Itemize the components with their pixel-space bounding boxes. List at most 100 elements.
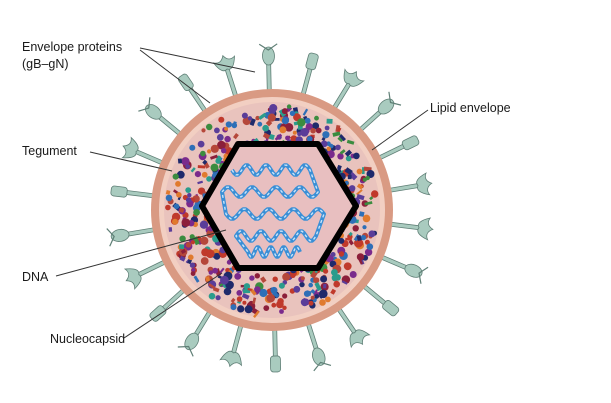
tegument-particle (245, 305, 253, 313)
tegument-particle (357, 169, 363, 175)
tegument-particle (175, 181, 181, 187)
tegument-particle (226, 121, 232, 127)
label-envelope-proteins: Envelope proteins (22, 40, 122, 55)
tegument-particle (216, 295, 221, 300)
tegument-particle (293, 286, 300, 293)
tegument-particle (350, 271, 357, 278)
tegument-particle (323, 269, 328, 274)
tegument-particle (189, 145, 195, 151)
tegument-particle (214, 127, 220, 133)
tegument-particle (325, 126, 330, 131)
tegument-particle (173, 174, 179, 180)
tegument-particle (311, 296, 315, 300)
tegument-particle (212, 268, 218, 274)
tegument-particle (234, 273, 241, 280)
tegument-particle (273, 277, 278, 282)
tegument-particle (221, 148, 226, 153)
leader-envelope-proteins-b (140, 50, 210, 103)
tegument-particle (269, 104, 277, 112)
tegument-particle (257, 122, 262, 127)
tegument-particle (304, 291, 310, 297)
tegument-particle (193, 209, 200, 216)
leader-envelope-proteins-a (140, 48, 255, 72)
tegument-particle (191, 240, 195, 244)
glycoprotein-spike (387, 172, 434, 201)
tegument-particle (331, 269, 338, 276)
tegument-particle (231, 304, 237, 310)
glycoprotein-spike (360, 281, 400, 317)
tegument-particle (188, 254, 194, 260)
tegument-particle (178, 158, 182, 163)
tegument-particle (287, 104, 291, 108)
tegument-particle (201, 128, 205, 132)
tegument-particle (195, 171, 201, 177)
tegument-particle (200, 151, 206, 157)
tegument-particle (271, 287, 278, 294)
tegument-particle (282, 293, 287, 298)
tegument-particle (187, 198, 191, 202)
tegument-particle (315, 294, 320, 299)
tegument-particle (172, 219, 178, 225)
tegument-particle (348, 175, 352, 180)
tegument-particle (179, 244, 184, 249)
tegument-particle (181, 157, 189, 165)
tegument-particle (301, 298, 309, 306)
label-envelope-proteins-range: (gB–gN) (22, 57, 69, 72)
tegument-particle (363, 215, 371, 223)
tegument-particle (300, 128, 309, 137)
tegument-particle (176, 192, 182, 198)
tegument-particle (327, 147, 331, 151)
tegument-particle (282, 306, 286, 310)
tegument-particle (282, 273, 290, 281)
tegument-particle (217, 134, 224, 141)
tegument-particle (309, 301, 314, 306)
tegument-particle (218, 117, 224, 123)
tegument-particle (263, 305, 269, 311)
tegument-particle (169, 227, 173, 232)
glycoprotein-spike (149, 286, 188, 323)
tegument-particle (319, 299, 326, 306)
tegument-particle (206, 124, 212, 130)
tegument-particle (279, 283, 285, 289)
tegument-particle (344, 262, 352, 270)
tegument-particle (206, 249, 215, 258)
tegument-particle (299, 282, 304, 287)
label-tegument: Tegument (22, 144, 77, 159)
tegument-particle (325, 297, 331, 303)
tegument-particle (353, 153, 360, 160)
tegument-particle (237, 296, 243, 302)
tegument-particle (182, 218, 191, 227)
glycoprotein-spike (388, 213, 434, 240)
tegument-particle (268, 114, 276, 122)
tegument-particle (353, 225, 359, 231)
tegument-particle (314, 116, 319, 121)
tegument-particle (198, 165, 206, 168)
tegument-particle (367, 243, 374, 250)
tegument-particle (201, 257, 209, 265)
tegument-particle (323, 284, 326, 289)
glycoprotein-spike (177, 73, 210, 115)
tegument-particle (313, 277, 319, 283)
label-lipid-envelope: Lipid envelope (430, 101, 511, 116)
tegument-particle (249, 275, 254, 280)
tegument-particle (279, 126, 286, 133)
tegument-particle (185, 187, 191, 193)
tegument-particle (290, 111, 295, 116)
tegument-particle (320, 276, 327, 283)
tegument-particle (237, 305, 244, 312)
tegument-particle (362, 225, 366, 229)
tegument-particle (242, 301, 246, 305)
glycoprotein-spike (376, 135, 420, 163)
tegument-particle (279, 309, 284, 314)
tegument-particle (236, 290, 242, 296)
tegument-particle (242, 113, 248, 119)
tegument-particle (371, 190, 378, 197)
tegument-particle (166, 195, 173, 202)
tegument-particle (200, 237, 208, 245)
tegument-particle (187, 193, 191, 197)
tegument-particle (198, 141, 205, 148)
tegument-particle (339, 251, 344, 256)
tegument-particle (185, 164, 190, 169)
tegument-particle (282, 117, 289, 124)
tegument-particle (220, 276, 229, 285)
